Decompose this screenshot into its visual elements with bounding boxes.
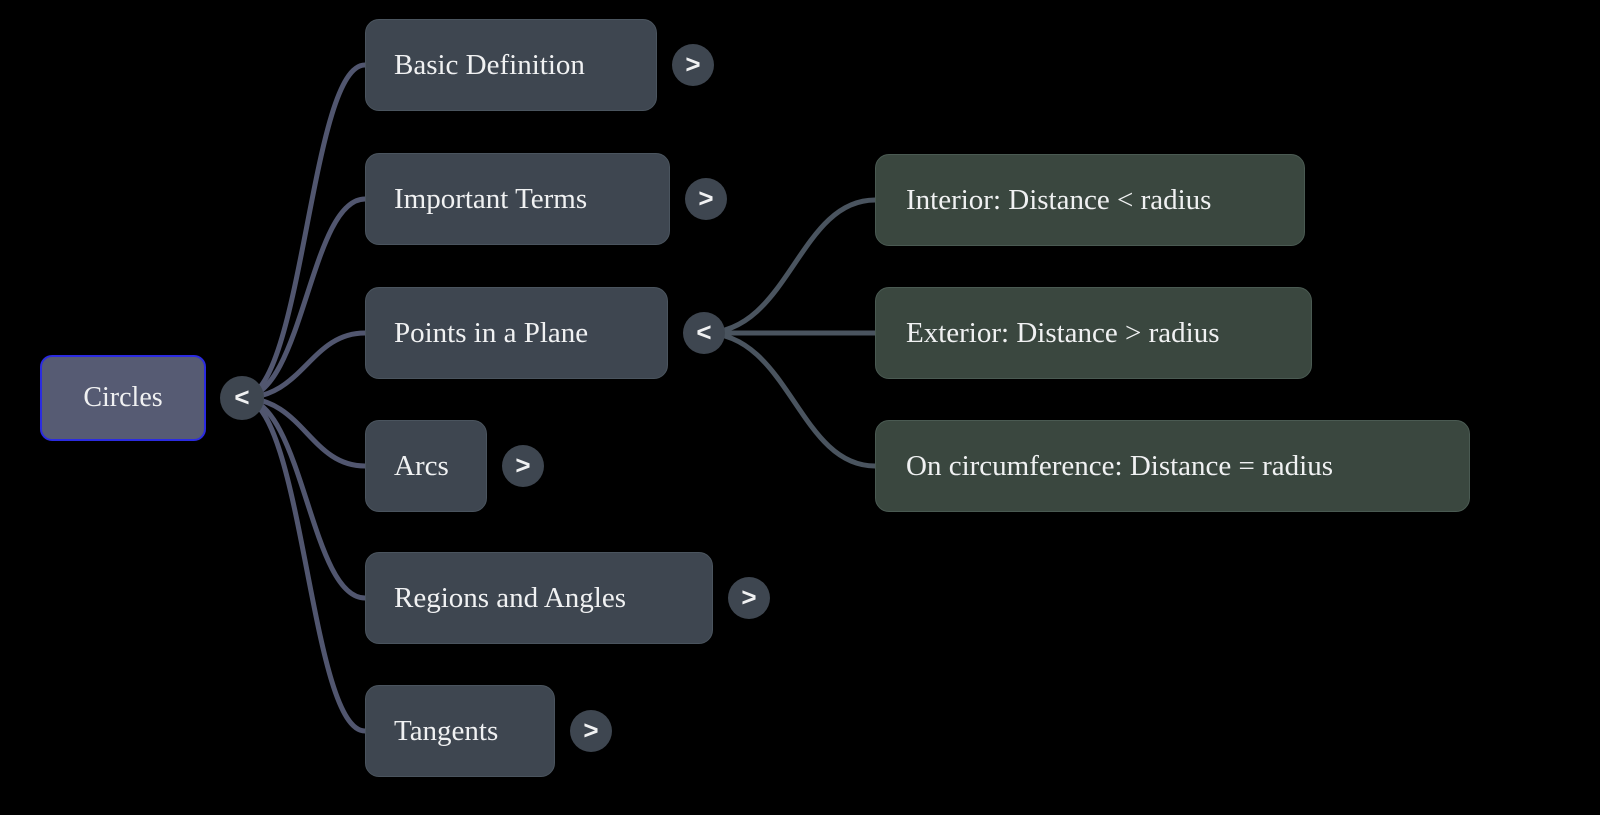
- node-label: Regions and Angles: [394, 581, 626, 614]
- node-important-terms[interactable]: Important Terms: [365, 153, 670, 245]
- node-label: On circumference: Distance = radius: [906, 449, 1333, 482]
- node-label: Points in a Plane: [394, 316, 589, 349]
- node-interior[interactable]: Interior: Distance < radius: [875, 154, 1305, 246]
- node-label: Tangents: [394, 714, 499, 747]
- link-root-to-important-terms: [239, 196, 368, 401]
- node-on-circumference[interactable]: On circumference: Distance = radius: [875, 420, 1470, 512]
- node-points-in-a-plane[interactable]: Points in a Plane: [365, 287, 668, 379]
- chevron-right-icon: >: [741, 581, 757, 612]
- chevron-left-icon: <: [696, 316, 712, 347]
- link-root-to-tangents: [239, 395, 368, 734]
- link-points-in-a-plane-to-on-circumference: [701, 330, 878, 469]
- node-label: Circles: [83, 382, 163, 413]
- collapse-toggle-basic-definition[interactable]: >: [672, 44, 714, 86]
- node-regions-and-angles[interactable]: Regions and Angles: [365, 552, 713, 644]
- collapse-toggle-regions-and-angles[interactable]: >: [728, 577, 770, 619]
- link-root-to-basic-definition: [239, 62, 368, 401]
- link-points-in-a-plane-to-interior: [701, 197, 878, 336]
- collapse-toggle-important-terms[interactable]: >: [685, 178, 727, 220]
- node-label: Arcs: [394, 449, 449, 482]
- chevron-right-icon: >: [698, 182, 714, 213]
- collapse-toggle-circles[interactable]: <: [220, 376, 264, 420]
- chevron-right-icon: >: [685, 48, 701, 79]
- node-label: Exterior: Distance > radius: [906, 316, 1220, 349]
- node-exterior[interactable]: Exterior: Distance > radius: [875, 287, 1312, 379]
- node-label: Important Terms: [394, 182, 588, 215]
- collapse-toggle-arcs[interactable]: >: [502, 445, 544, 487]
- node-circles[interactable]: Circles: [40, 355, 206, 441]
- link-root-to-regions-and-angles: [239, 395, 368, 601]
- collapse-toggle-points-in-a-plane[interactable]: <: [683, 312, 725, 354]
- node-tangents[interactable]: Tangents: [365, 685, 555, 777]
- node-label: Interior: Distance < radius: [906, 183, 1212, 216]
- node-label: Basic Definition: [394, 48, 585, 81]
- chevron-right-icon: >: [515, 449, 531, 480]
- chevron-right-icon: >: [583, 714, 599, 745]
- chevron-left-icon: <: [234, 381, 250, 412]
- node-basic-definition[interactable]: Basic Definition: [365, 19, 657, 111]
- collapse-toggle-tangents[interactable]: >: [570, 710, 612, 752]
- node-arcs[interactable]: Arcs: [365, 420, 487, 512]
